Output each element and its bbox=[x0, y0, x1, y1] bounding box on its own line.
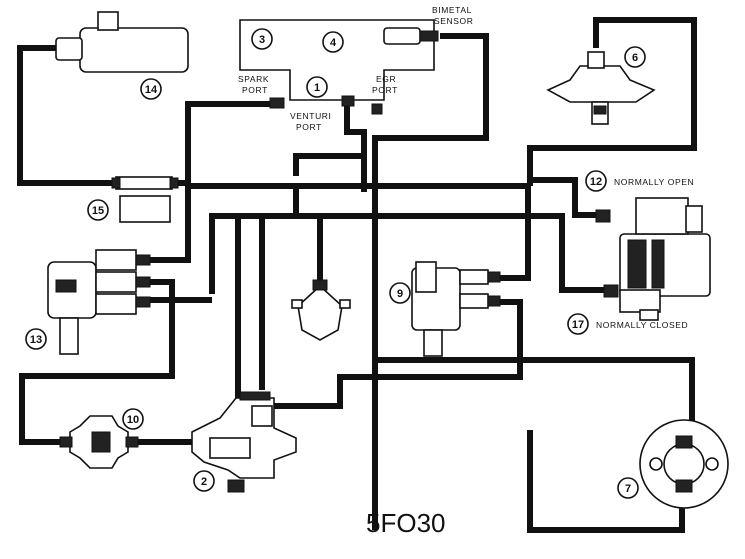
hose-12-branch bbox=[530, 177, 596, 218]
hose-14-to-15 bbox=[17, 45, 118, 186]
label-sensor: SENSOR bbox=[434, 16, 474, 26]
callout-1: 1 bbox=[306, 76, 328, 98]
callout-4: 4 bbox=[322, 31, 344, 53]
callout-3-text: 3 bbox=[259, 34, 265, 46]
callout-6: 6 bbox=[624, 46, 646, 68]
callout-12-text: 12 bbox=[590, 176, 602, 188]
callout-6-text: 6 bbox=[632, 52, 638, 64]
hose-egr bbox=[344, 104, 367, 192]
component-9-valve bbox=[411, 261, 501, 357]
callout-17-text: 17 bbox=[572, 319, 584, 331]
label-spark-port: PORT bbox=[242, 85, 268, 95]
label-venturi-port: PORT bbox=[296, 122, 322, 132]
component-2-egr-valve bbox=[191, 391, 297, 493]
hose-7-bottom bbox=[527, 430, 685, 533]
callout-2: 2 bbox=[193, 470, 215, 492]
component-13-valve bbox=[47, 249, 151, 355]
component-14-canister bbox=[55, 11, 189, 73]
callout-4-text: 4 bbox=[330, 37, 337, 49]
vacuum-hoses bbox=[17, 14, 697, 533]
callout-3: 3 bbox=[251, 28, 273, 50]
callout-1-text: 1 bbox=[314, 82, 320, 94]
label-egr-port: PORT bbox=[372, 85, 398, 95]
callout-14-text: 14 bbox=[145, 84, 158, 96]
label-venturi: VENTURI bbox=[290, 111, 332, 121]
hose-13-to-10 bbox=[19, 279, 175, 445]
hose-drop-1 bbox=[235, 216, 523, 409]
hose-spark-to-13 bbox=[150, 101, 273, 263]
hose-9-upper bbox=[500, 186, 531, 281]
hose-bus-to-12 bbox=[527, 17, 697, 186]
callout-13: 13 bbox=[25, 328, 47, 350]
hose-central-stub bbox=[293, 153, 364, 176]
callout-10-text: 10 bbox=[127, 414, 139, 426]
callout-7: 7 bbox=[617, 477, 639, 499]
component-12-17-solenoid bbox=[595, 197, 711, 321]
callout-7-text: 7 bbox=[625, 483, 631, 495]
label-spark: SPARK bbox=[238, 74, 269, 84]
label-bimetal: BIMETAL bbox=[432, 5, 472, 15]
component-1-carburetor bbox=[239, 19, 439, 115]
hose-to-7-left bbox=[375, 357, 695, 440]
label-egr: EGR bbox=[376, 74, 396, 84]
callout-15-text: 15 bbox=[92, 205, 104, 217]
hose-distribution bbox=[209, 213, 606, 294]
callout-14: 14 bbox=[140, 78, 162, 100]
hose-bimetal bbox=[372, 33, 489, 530]
callout-15: 15 bbox=[87, 199, 109, 221]
callout-9-text: 9 bbox=[397, 288, 403, 300]
callout-17: 17 bbox=[567, 313, 589, 335]
label-normally-open: NORMALLY OPEN bbox=[614, 177, 694, 187]
component-distributor bbox=[291, 279, 351, 341]
component-7-distributor-diaphragm bbox=[639, 419, 729, 509]
callout-9: 9 bbox=[389, 282, 411, 304]
diagram-code: 5FO30 bbox=[366, 508, 446, 538]
callout-12: 12 bbox=[585, 170, 607, 192]
callout-2-text: 2 bbox=[201, 476, 207, 488]
label-normally-closed: NORMALLY CLOSED bbox=[596, 320, 688, 330]
component-10-delay-valve bbox=[59, 415, 139, 469]
component-15-tee bbox=[111, 176, 179, 223]
callout-13-text: 13 bbox=[30, 334, 42, 346]
callout-10: 10 bbox=[122, 408, 144, 430]
component-6-vacuum-valve bbox=[546, 51, 656, 125]
